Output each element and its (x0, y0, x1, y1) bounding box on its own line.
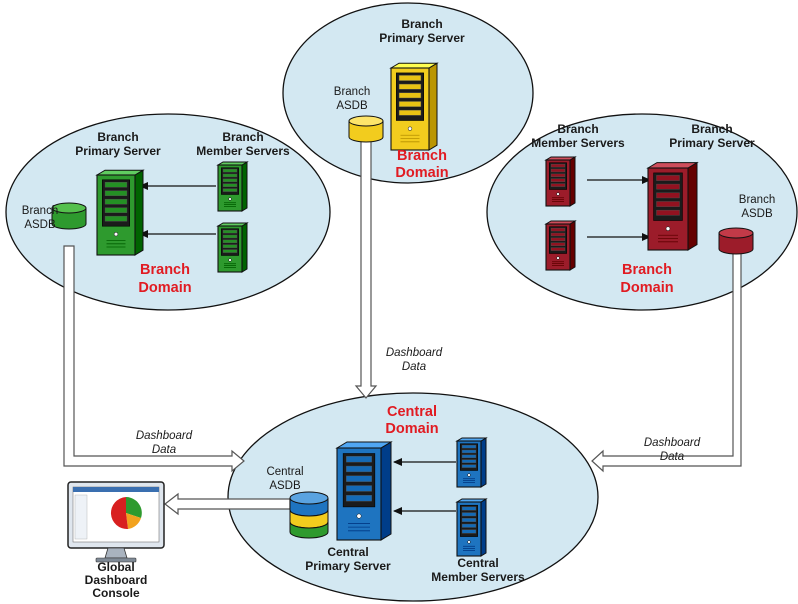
database-cylinder-icon (348, 115, 384, 143)
console-label-1: Global (97, 560, 134, 574)
flow-left-label-2: Data (152, 444, 176, 456)
right-domain-label-1: Branch (622, 262, 672, 278)
left-domain-label-1: Branch (140, 262, 190, 278)
database-cylinder-icon (718, 227, 754, 255)
central-domain-label-2: Domain (385, 421, 438, 437)
server-tower-icon (544, 220, 577, 271)
right-asdb-label-2: ASDB (741, 208, 773, 220)
pipe-top (354, 135, 378, 399)
right-members-label-1: Branch (557, 122, 598, 136)
server-tower-icon (335, 441, 393, 541)
central-domain-label-1: Central (387, 404, 437, 420)
central-primary-label-1: Central (327, 545, 368, 559)
flow-left-label-1: Dashboard (136, 430, 193, 442)
right-primary-label-1: Branch (691, 122, 732, 136)
server-tower-icon (216, 222, 249, 273)
pipe-left (63, 245, 245, 473)
top-asdb-label-2: ASDB (336, 100, 368, 112)
left-members-label-2: Member Servers (196, 144, 290, 158)
server-tower-icon (216, 161, 249, 212)
central-asdb-label-2: ASDB (269, 480, 301, 492)
console-label-2: Dashboard (85, 573, 148, 587)
pipe-console (164, 492, 291, 516)
left-primary-label-1: Branch (97, 130, 138, 144)
top-primary-label-1: Branch (401, 17, 442, 31)
top-primary-label-2: Primary Server (379, 31, 465, 45)
flow-top-label-1: Dashboard (386, 347, 443, 359)
central-primary-label-2: Primary Server (305, 559, 391, 573)
right-asdb-label-1: Branch (739, 194, 775, 206)
server-tower-icon (455, 498, 488, 557)
database-cylinder-icon (289, 491, 329, 539)
branch-domain-left-ellipse (5, 113, 331, 311)
top-asdb-label-1: Branch (334, 86, 370, 98)
right-members-label-2: Member Servers (531, 136, 625, 150)
server-group (95, 62, 699, 557)
central-members-label-1: Central (457, 556, 498, 570)
monitor-pie-chart-icon (67, 481, 165, 563)
central-asdb-label-1: Central (266, 466, 303, 478)
server-tower-icon (389, 62, 439, 151)
server-tower-icon (455, 437, 488, 488)
central-domain-ellipse (227, 392, 599, 602)
left-domain-label-2: Domain (138, 280, 191, 296)
console-label-3: Console (92, 586, 140, 600)
server-tower-icon (544, 156, 577, 207)
database-cylinder-icon (51, 202, 87, 230)
central-members-label-2: Member Servers (431, 570, 525, 584)
left-primary-label-2: Primary Server (75, 144, 161, 158)
left-asdb-label-1: Branch (22, 205, 58, 217)
right-domain-label-2: Domain (620, 280, 673, 296)
top-domain-label-2: Domain (395, 165, 448, 181)
flow-right-label-1: Dashboard (644, 437, 701, 449)
flow-top-label-2: Data (402, 361, 426, 373)
pipe-right (591, 247, 742, 473)
right-primary-label-2: Primary Server (669, 136, 755, 150)
server-tower-icon (646, 161, 699, 251)
flow-right-label-2: Data (660, 451, 684, 463)
server-tower-icon (95, 169, 145, 256)
left-members-label-1: Branch (222, 130, 263, 144)
left-asdb-label-2: ASDB (24, 219, 56, 231)
top-domain-label-1: Branch (397, 148, 447, 164)
